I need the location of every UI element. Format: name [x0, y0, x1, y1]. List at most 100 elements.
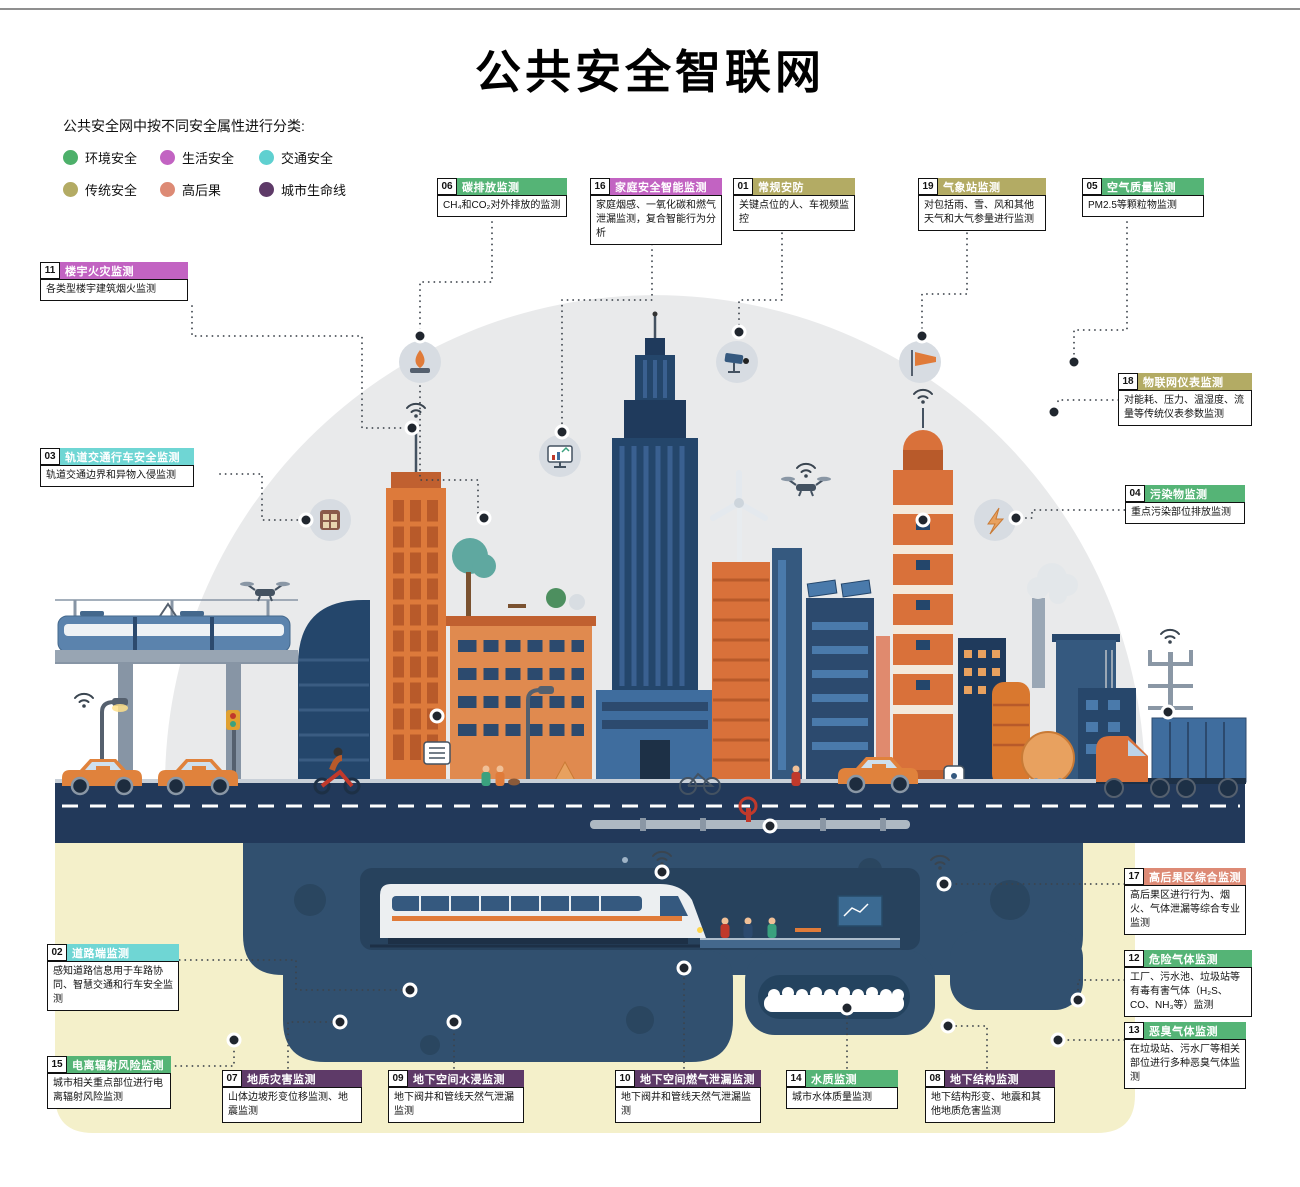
legend: 环境安全 生活安全 交通安全 传统安全 高后果 城市生命线 — [63, 148, 393, 199]
callout-number: 08 — [925, 1070, 945, 1087]
sensor-node — [1160, 704, 1176, 720]
callout-number: 18 — [1118, 373, 1138, 390]
central-skyscraper — [596, 311, 714, 786]
callout-title: 地下结构监测 — [945, 1070, 1055, 1087]
callout-head: 09 地下空间水浸监测 — [388, 1070, 524, 1087]
callout-head: 13 恶臭气体监测 — [1124, 1022, 1246, 1039]
callout-head: 17 高后果区综合监测 — [1124, 868, 1246, 885]
sensor-node — [936, 876, 952, 892]
legend-dot — [160, 182, 175, 197]
road — [55, 783, 1245, 843]
legend-label: 传统安全 — [85, 183, 138, 198]
callout-head: 12 危险气体监测 — [1124, 950, 1252, 967]
callout-weather-station: 19 气象站监测 对包括雨、雪、风和其他天气和大气参量进行监测 — [918, 178, 1046, 231]
callout-number: 01 — [733, 178, 753, 195]
lightning-icon — [974, 499, 1016, 541]
sensor-node — [554, 424, 570, 440]
callout-desc: 地下阀井和管线天然气泄漏监测 — [388, 1087, 524, 1123]
callout-odor-gas: 13 恶臭气体监测 在垃圾站、污水厂等相关部位进行多种恶臭气体监测 — [1124, 1022, 1246, 1089]
callout-desc: 对能耗、压力、温湿度、流量等传统仪表参数监测 — [1118, 390, 1252, 426]
stove-icon — [399, 341, 441, 383]
platform-person — [767, 917, 777, 938]
callout-number: 02 — [47, 944, 67, 961]
callout-desc: 地下阀井和管线天然气泄漏监测 — [615, 1087, 761, 1123]
callout-head: 14 水质监测 — [786, 1070, 898, 1087]
callout-roadside-monitoring: 02 道路端监测 感知道路信息用于车路协同、智慧交通和行车安全监测 — [47, 944, 179, 1011]
sensor-node — [654, 864, 670, 880]
callout-title: 轨道交通行车安全监测 — [60, 448, 194, 465]
monitor-icon — [539, 435, 581, 477]
callout-regular-security: 01 常规安防 关键点位的人、车视频监控 — [733, 178, 855, 231]
callout-desc: 各类型楼宇建筑烟火监测 — [40, 279, 188, 301]
page-title: 公共安全智联网 — [475, 46, 825, 98]
callout-title: 高后果区综合监测 — [1144, 868, 1246, 885]
callout-title: 地下空间水浸监测 — [408, 1070, 524, 1087]
callout-home-safety: 16 家庭安全智能监测 家庭烟感、一氧化碳和燃气泄漏监测，复合智能行为分析 — [590, 178, 722, 245]
callout-title: 地下空间燃气泄漏监测 — [635, 1070, 761, 1087]
sensor-node — [298, 512, 314, 528]
legend-item-traditional: 传统安全 — [63, 180, 160, 199]
pedestrian — [495, 765, 505, 786]
callout-head: 11 楼宇火灾监测 — [40, 262, 188, 279]
callout-title: 气象站监测 — [938, 178, 1046, 195]
callout-desc: 感知道路信息用于车路协同、智慧交通和行车安全监测 — [47, 961, 179, 1011]
street-light — [100, 698, 128, 786]
callout-title: 楼宇火灾监测 — [60, 262, 188, 279]
sensor-node — [1046, 404, 1062, 420]
metro-card-icon — [309, 499, 351, 541]
platform-person — [720, 917, 730, 938]
callout-title: 空气质量监测 — [1102, 178, 1204, 195]
callout-title: 污染物监测 — [1145, 485, 1245, 502]
callout-desc: 重点污染部位排放监测 — [1125, 502, 1245, 524]
callout-number: 03 — [40, 448, 60, 465]
legend-dot — [63, 182, 78, 197]
callout-desc: 关键点位的人、车视频监控 — [733, 195, 855, 231]
sensor-icons — [239, 341, 1180, 871]
windsock-icon — [899, 341, 941, 383]
callout-title: 家庭安全智能监测 — [610, 178, 722, 195]
callout-number: 15 — [47, 1056, 67, 1073]
legend-item-high-consequence: 高后果 — [160, 180, 259, 199]
sensor-node — [1008, 510, 1024, 526]
top-divider — [0, 8, 1300, 10]
callout-number: 12 — [1124, 950, 1144, 967]
callout-head: 01 常规安防 — [733, 178, 855, 195]
callout-underground-flooding: 09 地下空间水浸监测 地下阀井和管线天然气泄漏监测 — [388, 1070, 524, 1123]
callout-number: 06 — [437, 178, 457, 195]
cctv-camera-icon — [716, 341, 758, 383]
skyline-buildings — [298, 311, 1193, 786]
connector-lines — [169, 221, 1131, 1069]
callout-number: 10 — [615, 1070, 635, 1087]
callout-desc: 城市相关重点部位进行电离辐射风险监测 — [47, 1073, 171, 1109]
salmon-sliver-building — [876, 636, 890, 786]
callout-number: 11 — [40, 262, 60, 279]
legend-label: 城市生命线 — [281, 183, 347, 198]
callout-head: 08 地下结构监测 — [925, 1070, 1055, 1087]
dog — [508, 778, 520, 786]
sensor-node — [1070, 992, 1086, 1008]
callout-iot-meter: 18 物联网仪表监测 对能耗、压力、温湿度、流量等传统仪表参数监测 — [1118, 373, 1252, 426]
rounded-navy-building — [298, 600, 370, 786]
wifi-signal-icon — [74, 692, 94, 709]
legend-label: 环境安全 — [85, 151, 138, 166]
callout-number: 07 — [222, 1070, 242, 1087]
callout-hazardous-gas: 12 危险气体监测 工厂、污水池、垃圾站等有毒有害气体（H₂S、CO、NH₃等）… — [1124, 950, 1252, 1017]
callout-pollutant-monitoring: 04 污染物监测 重点污染部位排放监测 — [1125, 485, 1245, 524]
callout-title: 恶臭气体监测 — [1144, 1022, 1246, 1039]
striped-orange-building — [712, 562, 770, 786]
callout-head: 02 道路端监测 — [47, 944, 179, 961]
vehicles — [60, 717, 1247, 798]
callout-head: 10 地下空间燃气泄漏监测 — [615, 1070, 761, 1087]
legend-label: 生活安全 — [182, 151, 235, 166]
callout-desc: 在垃圾站、污水厂等相关部位进行多种恶臭气体监测 — [1124, 1039, 1246, 1089]
callout-number: 19 — [918, 178, 938, 195]
sensor-node — [1050, 1032, 1066, 1048]
callout-number: 13 — [1124, 1022, 1144, 1039]
pedestrian — [481, 765, 491, 786]
legend-item-traffic: 交通安全 — [259, 148, 393, 167]
sensor-node — [429, 708, 445, 724]
callout-head: 18 物联网仪表监测 — [1118, 373, 1252, 390]
sensor-node — [1066, 354, 1082, 370]
